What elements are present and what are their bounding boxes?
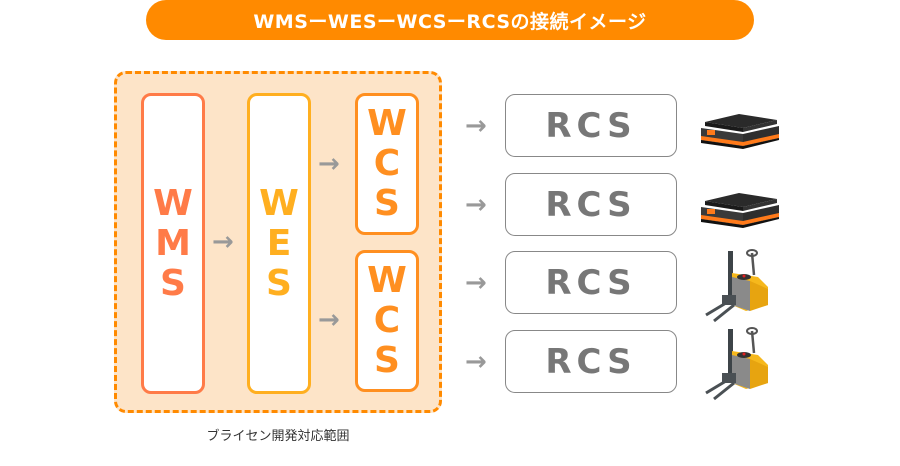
arrow-wes-to-wcs-2: → <box>318 305 340 335</box>
arrow-to-rcs-4: → <box>465 347 487 377</box>
arrow-wes-to-wcs-1: → <box>318 149 340 179</box>
wms-letter: M <box>155 222 191 264</box>
forklift-icon <box>705 249 768 323</box>
arrow-to-rcs-1: → <box>465 111 487 141</box>
wes-letter: S <box>266 262 292 304</box>
agv-robot-icon <box>701 114 779 149</box>
wcs-letter: C <box>373 143 401 184</box>
rcs-box-2: RCS <box>505 173 677 236</box>
wcs-letter: W <box>367 260 407 301</box>
arrow-wms-to-wes: → <box>212 227 234 257</box>
wms-box: W M S <box>141 93 205 394</box>
wms-letter: S <box>160 262 186 304</box>
wcs-letter: W <box>367 103 407 144</box>
diagram-title: WMSーWESーWCSーRCSの接続イメージ <box>146 0 754 40</box>
wms-letter: W <box>153 182 193 224</box>
wcs-box-1: W C S <box>355 93 419 235</box>
wes-letter: E <box>266 222 292 264</box>
wes-box: W E S <box>247 93 311 394</box>
forklift-icon <box>705 327 768 401</box>
agv-robot-icon <box>701 193 779 228</box>
rcs-box-4: RCS <box>505 330 677 393</box>
wcs-box-2: W C S <box>355 250 419 392</box>
wes-letter: W <box>259 182 299 224</box>
wcs-letter: C <box>373 300 401 341</box>
development-scope-label: ブライセン開発対応範囲 <box>206 429 350 444</box>
rcs-box-1: RCS <box>505 94 677 157</box>
arrow-to-rcs-3: → <box>465 268 487 298</box>
arrow-to-rcs-2: → <box>465 190 487 220</box>
rcs-box-3: RCS <box>505 251 677 314</box>
wcs-letter: S <box>374 340 400 381</box>
wcs-letter: S <box>374 183 400 224</box>
